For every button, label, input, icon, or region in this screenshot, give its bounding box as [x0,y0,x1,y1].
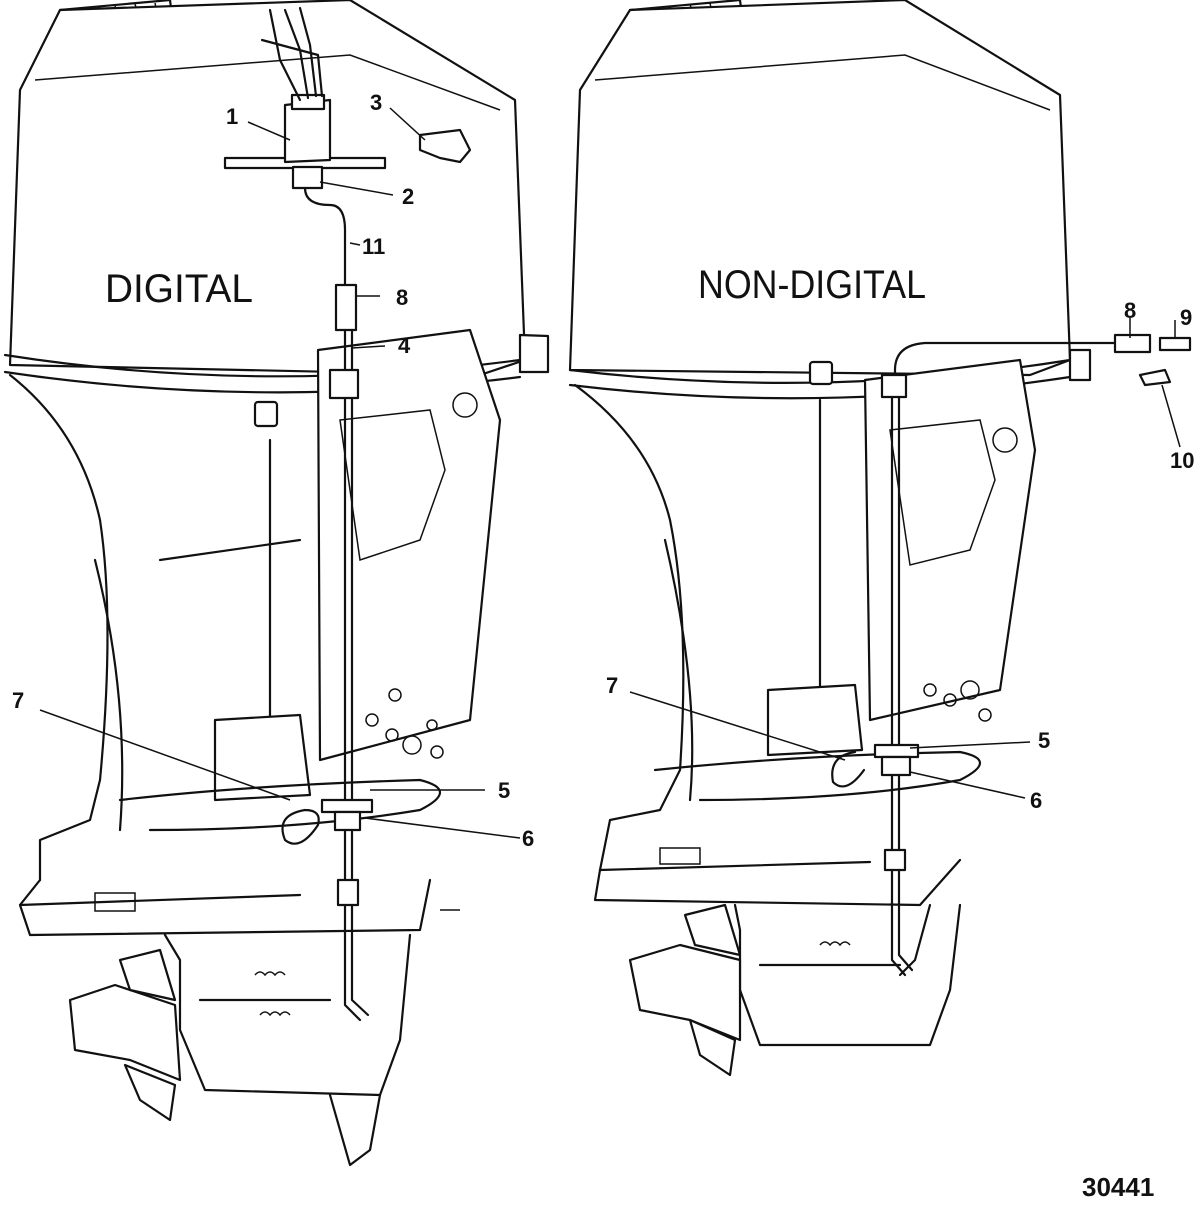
callout-8-left: 8 [396,285,408,310]
callout-6-right: 6 [1030,788,1042,813]
callout-7-left: 7 [12,688,24,713]
callout-2: 2 [402,184,414,209]
non-digital-title: NON-DIGITAL [698,263,926,307]
callout-7-right: 7 [606,673,618,698]
callout-8-right: 8 [1124,298,1136,323]
callout-3: 3 [370,90,382,115]
callout-1: 1 [226,104,238,129]
figure-number: 30441 [1082,1172,1154,1202]
callout-6-left: 6 [522,826,534,851]
non-digital-motor-drawing [568,0,1192,1077]
callout-4: 4 [398,333,411,358]
digital-motor-drawing [3,0,550,1167]
callout-10: 10 [1170,448,1194,473]
digital-title: DIGITAL [105,267,253,311]
callout-5-right: 5 [1038,728,1050,753]
callout-11: 11 [362,234,385,259]
leader-lines [39,107,1181,839]
callout-5-left: 5 [498,778,510,803]
callout-9: 9 [1180,305,1192,330]
